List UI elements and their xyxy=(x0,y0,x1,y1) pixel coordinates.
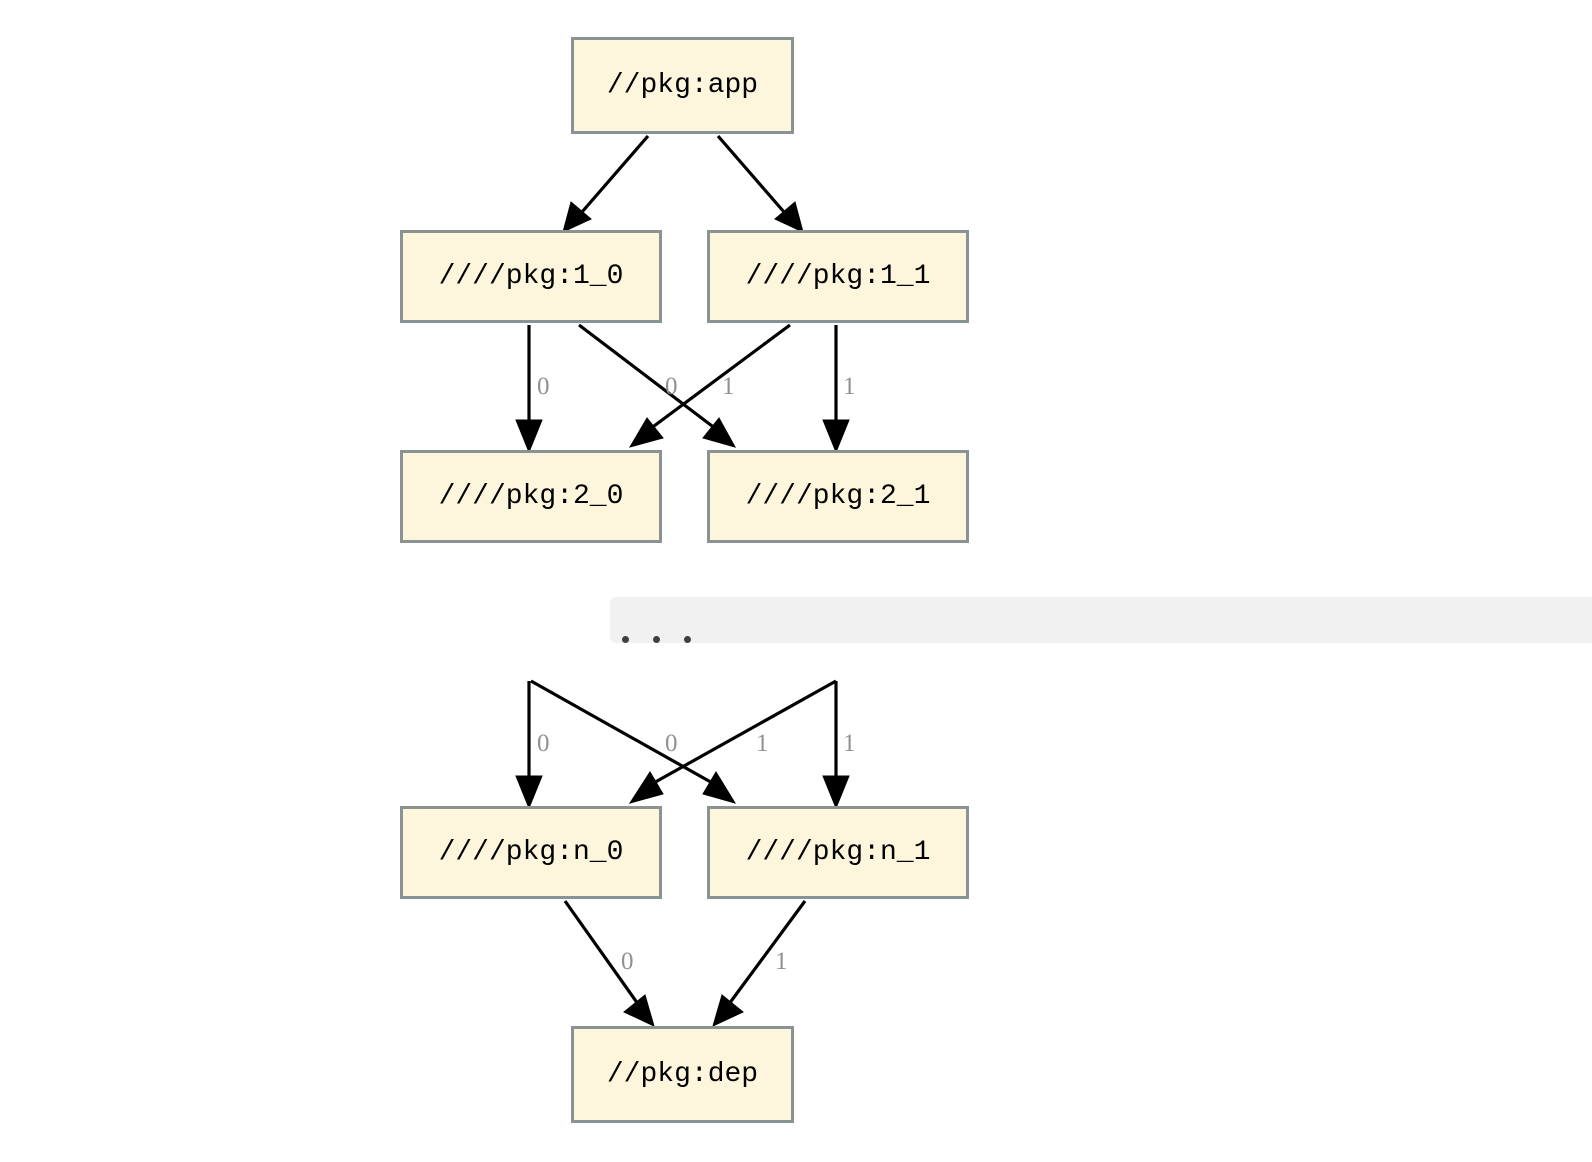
edge-truncated-to-n_0-diagonal: 1 xyxy=(628,679,837,804)
node-label-1_0: ////pkg:1_0 xyxy=(438,260,624,292)
edge-n_1-to-dep: 1 xyxy=(712,900,807,1027)
truncation-band[interactable] xyxy=(610,597,1592,643)
node-label-app: //pkg:app xyxy=(606,69,759,101)
edge-label-trunc-n_1-b: 1 xyxy=(843,730,856,757)
edge-1_0-to-2_0: 0 xyxy=(515,325,550,454)
edge-label-trunc-n_0-a: 0 xyxy=(537,730,550,757)
edge-label-n_0-dep: 0 xyxy=(621,948,634,975)
edge-n_0-to-dep: 0 xyxy=(563,900,655,1027)
node-label-2_0: ////pkg:2_0 xyxy=(438,480,624,512)
ellipsis-dot-2 xyxy=(653,636,660,643)
edge-1_1-to-2_1: 1 xyxy=(822,325,856,454)
graph-node-dep[interactable]: //pkg:dep xyxy=(571,1026,794,1123)
graph-node-1_0[interactable]: ////pkg:1_0 xyxy=(400,230,662,323)
edge-truncated-to-n_1-diagonal: 0 xyxy=(530,679,737,804)
node-label-1_1: ////pkg:1_1 xyxy=(745,260,931,292)
node-label-2_1: ////pkg:2_1 xyxy=(745,480,931,512)
edge-label-1_0-2_1: 0 xyxy=(665,373,678,400)
edge-app-to-1_0 xyxy=(562,134,650,233)
edge-1_0-to-2_1: 0 xyxy=(578,323,737,448)
edge-label-1_0-2_0: 0 xyxy=(537,373,550,400)
edge-label-n_1-dep: 1 xyxy=(775,948,788,975)
ellipsis-dot-1 xyxy=(622,636,629,643)
edge-truncated-to-n_0-straight: 0 xyxy=(515,681,550,810)
node-label-dep: //pkg:dep xyxy=(606,1058,759,1090)
edge-1_1-to-2_0: 1 xyxy=(628,323,791,448)
graph-node-1_1[interactable]: ////pkg:1_1 xyxy=(707,230,969,323)
graph-node-2_1[interactable]: ////pkg:2_1 xyxy=(707,450,969,543)
ellipsis-dot-3 xyxy=(684,636,691,643)
graph-node-n_1[interactable]: ////pkg:n_1 xyxy=(707,806,969,899)
graph-node-2_0[interactable]: ////pkg:2_0 xyxy=(400,450,662,543)
node-label-n_0: ////pkg:n_0 xyxy=(438,836,624,868)
edge-label-1_1-2_1: 1 xyxy=(843,373,856,400)
edge-app-to-1_1 xyxy=(716,134,804,233)
graph-node-app[interactable]: //pkg:app xyxy=(571,37,794,134)
edge-label-1_1-2_0: 1 xyxy=(722,373,735,400)
ellipsis-icon xyxy=(622,597,691,655)
edge-label-trunc-n_0-b: 1 xyxy=(756,730,769,757)
edge-truncated-to-n_1-straight: 1 xyxy=(822,681,856,810)
edge-label-trunc-n_1-a: 0 xyxy=(665,730,678,757)
node-label-n_1: ////pkg:n_1 xyxy=(745,836,931,868)
graph-node-n_0[interactable]: ////pkg:n_0 xyxy=(400,806,662,899)
